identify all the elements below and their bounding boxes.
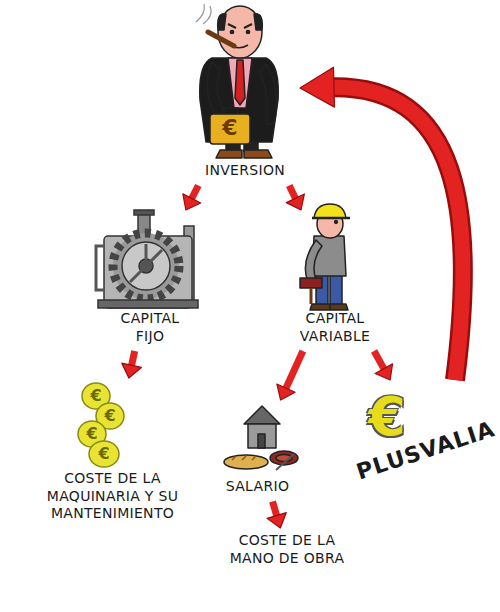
arrow-shaft [285,351,303,390]
flow-arrow [286,186,304,211]
investment-node: INVERSION [190,2,300,186]
surplus-euro: € [362,390,412,444]
variable-capital-node: CAPITAL VARIABLE [280,210,390,351]
arrow-head [122,363,142,378]
flow-arrow [374,351,393,380]
arrow-head [375,364,392,380]
flow-arrow [267,502,286,529]
concept-label: INVERSION [190,162,300,180]
arrow-head [267,513,286,528]
salary-node: SALARIO [215,400,300,502]
arrow-head [277,384,295,400]
coin-symbol: € [80,426,104,442]
fixed-capital-node: CAPITAL FIJO [95,210,205,351]
concept-label: SALARIO [218,478,298,496]
arrow-head [183,194,201,210]
coin-symbol: € [98,408,122,424]
arrow-head [286,194,304,210]
concept-label: COSTE DE LA MAQUINARIA Y SU MANTENIMIENT… [28,470,198,523]
flow-arrow [183,186,201,211]
concept-label: CAPITAL FIJO [110,310,190,345]
arrow-shaft [374,351,385,370]
coin-pile [78,383,124,467]
worker-figure [300,204,350,310]
coin-symbol: € [92,446,116,462]
flow-arrow [122,351,142,378]
machine-figure [96,210,198,308]
concept-label: COSTE DE LA MANO DE OBRA [227,532,347,567]
salary-goods [224,406,298,470]
flow-arrow [277,351,303,400]
concept-label: CAPITAL VARIABLE [285,310,385,345]
labour-cost-node: COSTE DE LA MANO DE OBRA [222,528,352,573]
briefcase-symbol: € [218,117,242,139]
coin-symbol: € [84,388,108,404]
arrow-head [300,67,334,107]
machine-cost-node: COSTE DE LA MAQUINARIA Y SU MANTENIMIENT… [20,378,205,529]
capitalist-figure [196,4,278,158]
